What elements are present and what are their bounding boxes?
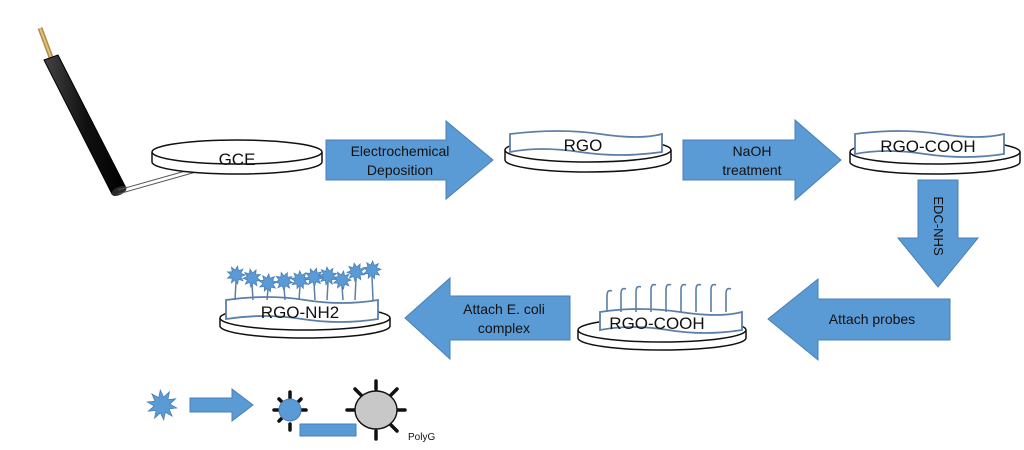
gce-label: GCE: [219, 150, 256, 169]
rgo-nh2-disk: RGO-NH2: [219, 259, 391, 339]
naoh-label-line1: NaOH: [733, 143, 772, 159]
ecoli-icon: [290, 269, 310, 290]
legend: PolyG: [146, 379, 435, 443]
ecoli-icon: [146, 388, 178, 422]
ecoli-star: [146, 388, 178, 422]
legend-arrow: [189, 387, 254, 423]
probe-stem: [341, 285, 344, 301]
rgo-cooh-top-label: RGO-COOH: [880, 137, 975, 156]
probe-stem: [371, 275, 374, 301]
edc-nhs-label: EDC-NHS: [931, 196, 946, 256]
ecoli-icon: [226, 265, 247, 285]
ecoli-icon: [345, 262, 366, 282]
naoh-label-line2: treatment: [722, 162, 781, 178]
polyg-label: PolyG: [408, 432, 435, 443]
rgo-label: RGO: [564, 136, 603, 155]
ecoli-icon: [274, 271, 294, 292]
ecoli-icon: [241, 268, 262, 288]
ecoli-icon: [304, 267, 325, 288]
probe-stem: [326, 281, 329, 301]
ecoli-icon: [332, 270, 353, 290]
gce-disk: GCE: [151, 139, 323, 175]
electrode-icon: [37, 27, 197, 196]
ecoli-icon: [258, 272, 279, 293]
electrochemical-deposition-arrow: Electrochemical Deposition: [325, 119, 494, 201]
electrochemical-label-line2: Deposition: [367, 162, 433, 178]
naoh-treatment-arrow: NaOH treatment: [682, 118, 842, 202]
ecoli-icon: [362, 259, 383, 280]
ecoli-polyg-complex-icon: PolyG: [272, 379, 435, 443]
rgo-cooh-probes-disk: RGO-COOH: [577, 283, 747, 351]
rgo-nh2-label: RGO-NH2: [261, 303, 339, 322]
edc-nhs-arrow: EDC-NHS: [896, 179, 980, 288]
rgo-cooh-top-disk: RGO-COOH: [849, 130, 1021, 175]
ecoli-bacteria-cluster: [226, 259, 383, 301]
probe-stem: [251, 283, 254, 301]
probe-stem: [266, 288, 269, 301]
attach-ecoli-label-line2: complex: [478, 320, 530, 336]
probe-stem: [354, 277, 357, 301]
rgo-disk: RGO: [504, 130, 672, 173]
rgo-cooh-bottom-label: RGO-COOH: [609, 314, 704, 333]
attach-probes-label: Attach probes: [829, 311, 915, 327]
attach-ecoli-arrow: Attach E. coli complex: [404, 276, 571, 361]
probe-strands: [606, 283, 732, 312]
probe-stem: [234, 280, 237, 301]
attach-ecoli-label-line1: Attach E. coli: [463, 301, 545, 317]
ecoli-icon: [317, 266, 338, 286]
electrochemical-label-line1: Electrochemical: [351, 143, 450, 159]
probe-stem: [298, 285, 301, 301]
attach-probes-arrow: Attach probes: [767, 277, 951, 362]
